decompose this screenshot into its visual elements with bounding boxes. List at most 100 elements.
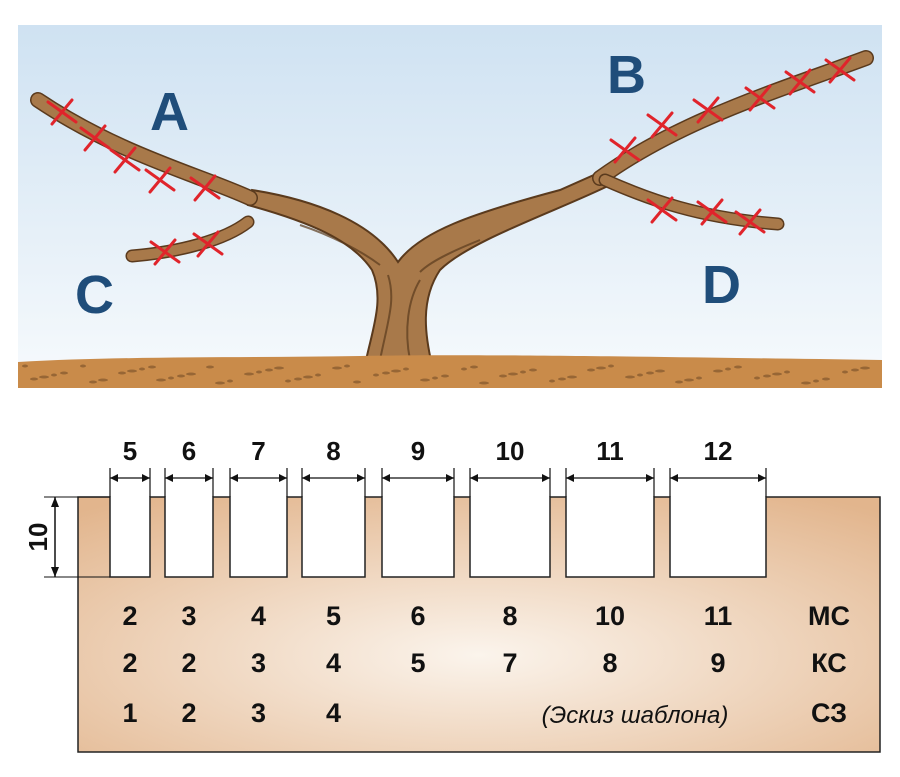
table-cell: 3 bbox=[251, 648, 266, 678]
soil-speck bbox=[470, 365, 478, 369]
row-label: КС bbox=[811, 648, 847, 678]
table-cell: 10 bbox=[595, 601, 625, 631]
soil-speck bbox=[625, 375, 635, 379]
soil-speck bbox=[608, 364, 614, 368]
soil-speck bbox=[215, 381, 225, 385]
soil-speck bbox=[529, 368, 537, 372]
height-dimension: 10 bbox=[23, 496, 110, 578]
soil-speck bbox=[60, 371, 68, 375]
soil-texture bbox=[22, 364, 870, 385]
soil-speck bbox=[127, 369, 137, 373]
slot-width-label: 6 bbox=[182, 436, 196, 466]
table-cell: 4 bbox=[326, 698, 341, 728]
soil-speck bbox=[801, 381, 811, 385]
soil-speck bbox=[51, 373, 57, 377]
table-cell: 5 bbox=[326, 601, 341, 631]
template-caption: (Эскиз шаблона) bbox=[542, 702, 729, 729]
soil-speck bbox=[118, 371, 126, 375]
soil-speck bbox=[98, 378, 108, 382]
soil-speck bbox=[587, 368, 595, 372]
slot-width-label: 7 bbox=[251, 436, 265, 466]
table-cell: 11 bbox=[704, 601, 733, 631]
slot-width-label: 11 bbox=[596, 436, 624, 466]
slot-width-label: 9 bbox=[411, 436, 425, 466]
slot-dimension: 11 bbox=[565, 436, 655, 497]
soil-speck bbox=[285, 379, 291, 383]
row-label: МС bbox=[808, 601, 850, 631]
soil-speck bbox=[403, 367, 409, 371]
slot-dimension: 5 bbox=[109, 436, 151, 497]
table-cell: 3 bbox=[251, 698, 266, 728]
soil-speck bbox=[227, 379, 233, 383]
soil-speck bbox=[148, 365, 156, 369]
soil-speck bbox=[851, 368, 859, 372]
soil-speck bbox=[558, 377, 566, 381]
cut-mark bbox=[696, 198, 728, 226]
sky-background bbox=[18, 25, 882, 370]
soil-speck bbox=[382, 371, 390, 375]
soil-speck bbox=[508, 372, 518, 376]
table-cell: 5 bbox=[410, 648, 425, 678]
table-cell: 1 bbox=[122, 698, 137, 728]
soil-speck bbox=[596, 366, 606, 370]
soil-speck bbox=[39, 375, 49, 379]
table-cell: 8 bbox=[502, 601, 517, 631]
soil-speck bbox=[754, 376, 760, 380]
cut-mark bbox=[646, 196, 678, 224]
table-cell: 2 bbox=[181, 648, 196, 678]
soil-speck bbox=[256, 370, 262, 374]
soil-speck bbox=[549, 379, 555, 383]
soil-speck bbox=[684, 378, 694, 382]
cut-mark bbox=[192, 230, 224, 258]
soil-speck bbox=[156, 378, 166, 382]
soil-speck bbox=[294, 377, 302, 381]
soil-speck bbox=[89, 380, 97, 384]
soil-speck bbox=[391, 369, 401, 373]
cut-mark bbox=[144, 166, 176, 194]
vine-illustration: A B C D bbox=[18, 25, 882, 388]
soil-speck bbox=[655, 369, 665, 373]
soil-speck bbox=[763, 374, 771, 378]
soil-speck bbox=[244, 372, 254, 376]
bark-texture bbox=[419, 239, 481, 273]
table-cell: 9 bbox=[710, 648, 725, 678]
soil-speck bbox=[315, 373, 321, 377]
table-cell: 4 bbox=[251, 601, 266, 631]
height-label: 10 bbox=[23, 523, 53, 552]
slot-dimension: 12 bbox=[669, 436, 767, 497]
cut-mark bbox=[189, 174, 221, 202]
cut-mark bbox=[646, 111, 678, 139]
soil-speck bbox=[813, 379, 819, 383]
slot-width-label: 10 bbox=[496, 436, 525, 466]
soil-speck bbox=[675, 380, 683, 384]
table-cell: 2 bbox=[122, 601, 137, 631]
soil-speck bbox=[373, 373, 379, 377]
soil-speck bbox=[646, 371, 654, 375]
branch-label-a: A bbox=[150, 82, 189, 142]
cut-mark bbox=[784, 68, 816, 96]
table-cell: 3 bbox=[181, 601, 196, 631]
soil-speck bbox=[860, 366, 870, 370]
soil-speck bbox=[186, 372, 196, 376]
soil-speck bbox=[567, 375, 577, 379]
soil-speck bbox=[520, 370, 526, 374]
slot-dimension: 9 bbox=[381, 436, 455, 497]
pruning-marks bbox=[46, 56, 856, 266]
soil-speck bbox=[353, 380, 361, 384]
table-cell: 2 bbox=[122, 648, 137, 678]
soil-speck bbox=[696, 376, 702, 380]
soil-speck bbox=[344, 364, 350, 368]
soil-speck bbox=[80, 364, 86, 368]
bark-texture bbox=[299, 224, 381, 266]
template-board bbox=[77, 496, 881, 753]
soil-speck bbox=[479, 381, 489, 385]
soil-speck bbox=[139, 367, 145, 371]
cut-mark bbox=[149, 238, 181, 266]
cut-mark bbox=[46, 98, 78, 126]
cut-mark bbox=[609, 136, 641, 164]
